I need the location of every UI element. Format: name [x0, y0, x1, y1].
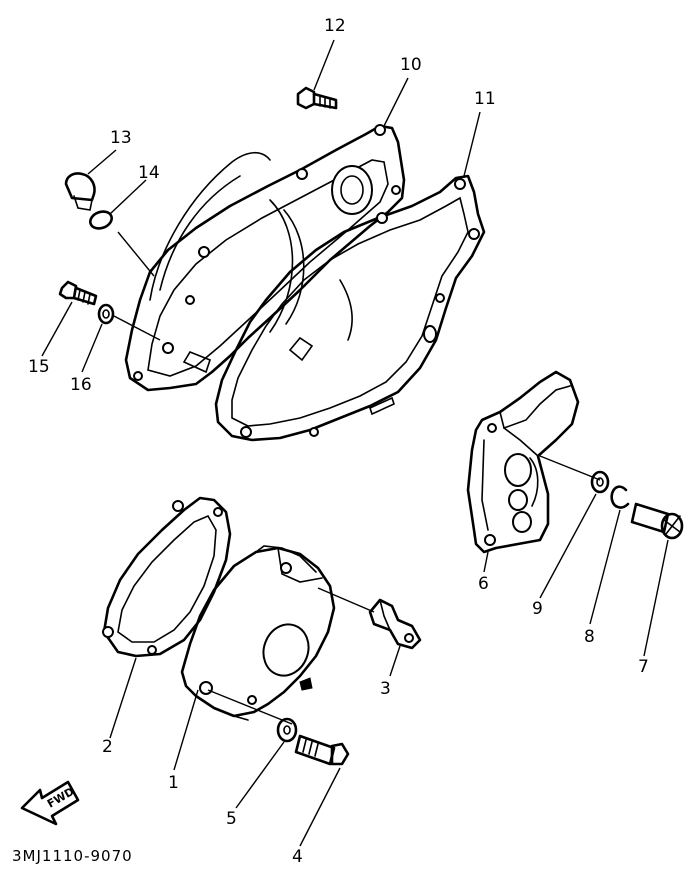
- circlip-part-8: [610, 485, 630, 509]
- gasket-part-11: [214, 174, 486, 442]
- fwd-arrow-label: FWD: [45, 785, 76, 811]
- label-part-4: 4: [292, 847, 303, 867]
- label-part-7: 7: [638, 657, 649, 677]
- o-ring-part-14: [89, 210, 113, 230]
- label-part-6: 6: [478, 574, 489, 594]
- label-part-14: 14: [138, 163, 160, 183]
- fwd-arrow-icon: FWD: [20, 780, 80, 826]
- label-part-13: 13: [110, 128, 132, 148]
- label-part-16: 16: [70, 375, 92, 395]
- label-part-2: 2: [102, 737, 113, 757]
- bracket-part-3: [368, 598, 422, 650]
- label-part-15: 15: [28, 357, 50, 377]
- part-labels: 12 10 11 13 14 15 16 6 9 8 7 3 2 1 5 4: [28, 16, 649, 867]
- bolt-part-4: [294, 734, 350, 766]
- label-part-10: 10: [400, 55, 422, 75]
- gasket-part-2: [102, 496, 232, 658]
- washer-part-9: [590, 470, 610, 494]
- crankcase-cover-part-10: [124, 124, 406, 392]
- side-cover-part-1: [180, 545, 336, 721]
- bolt-part-15: [58, 280, 98, 306]
- label-part-8: 8: [584, 627, 595, 647]
- label-part-9: 9: [532, 599, 543, 619]
- label-part-1: 1: [168, 773, 179, 793]
- bolt-part-12: [296, 86, 338, 110]
- bolt-part-7: [630, 502, 684, 540]
- label-part-5: 5: [226, 809, 237, 829]
- sprocket-cover-part-6: [466, 370, 580, 554]
- diagram-code: 3MJ1110-9070: [12, 847, 133, 865]
- label-part-11: 11: [474, 89, 496, 109]
- label-part-3: 3: [380, 679, 391, 699]
- leader-lines: [41, 39, 669, 847]
- plug-part-13: [64, 172, 96, 211]
- washer-part-5: [276, 717, 298, 743]
- washer-part-16: [97, 303, 115, 325]
- label-part-12: 12: [324, 16, 346, 36]
